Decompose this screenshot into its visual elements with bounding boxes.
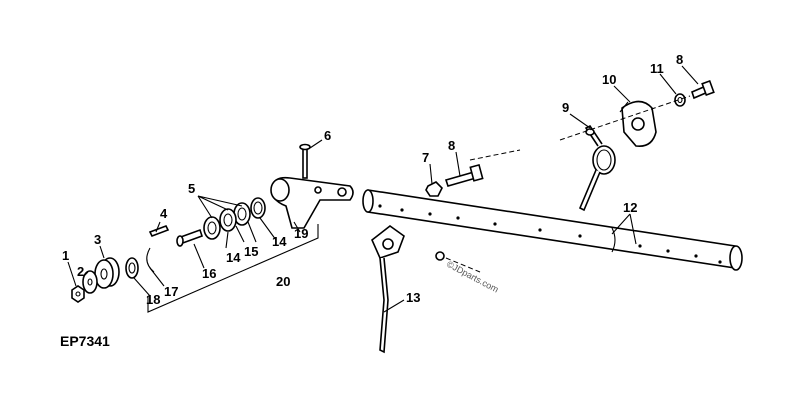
callout-10: 10: [602, 72, 616, 87]
callout-18: 18: [146, 292, 160, 307]
tube-nut: [425, 181, 443, 197]
callout-6: 6: [324, 128, 331, 143]
callout-1: 1: [62, 248, 69, 263]
key: [148, 224, 170, 238]
cam-washer: [674, 93, 686, 107]
callout-12: 12: [623, 200, 637, 215]
cam-bolt: [691, 79, 715, 100]
callout-4: 4: [160, 206, 168, 221]
small-nut: [435, 251, 445, 261]
callout-15: 15: [244, 244, 258, 259]
torsion-spring: [578, 124, 616, 212]
short-shaft: [176, 228, 204, 247]
figure-code: EP7341: [60, 333, 110, 349]
callout-17: 17: [164, 284, 178, 299]
pin: [299, 143, 311, 179]
leader-lines: [67, 65, 699, 313]
assembly-bracket-line: [147, 224, 319, 313]
callout-11: 11: [650, 61, 664, 76]
bearing-set: [203, 197, 266, 240]
spacer: [125, 257, 139, 279]
main-tube: [362, 189, 743, 271]
callout-16: 16: [202, 266, 216, 281]
watermark: ©JDparts.com: [445, 259, 500, 295]
washer: [82, 270, 98, 294]
callout-14-left: 14: [226, 250, 241, 265]
tube-bolt: [444, 163, 484, 187]
callout-14-right: 14: [272, 234, 287, 249]
callout-9: 9: [562, 100, 569, 115]
callout-3: 3: [94, 232, 101, 247]
cam: [619, 100, 657, 148]
callout-5: 5: [188, 181, 195, 196]
pulley: [94, 257, 120, 289]
callout-19: 19: [294, 226, 308, 241]
linkage-rod: [371, 225, 405, 354]
callout-2: 2: [77, 264, 84, 279]
callout-8-upper: 8: [676, 52, 683, 67]
callout-20: 20: [276, 274, 290, 289]
callout-labels: 1 2 3 4 5 6 7 8 8 9 10 11 12 13 14 14 15…: [62, 52, 683, 307]
callout-8-lower: 8: [448, 138, 455, 153]
nut: [71, 285, 85, 303]
callout-13: 13: [406, 290, 420, 305]
callout-7: 7: [422, 150, 429, 165]
bracket: [270, 176, 354, 229]
